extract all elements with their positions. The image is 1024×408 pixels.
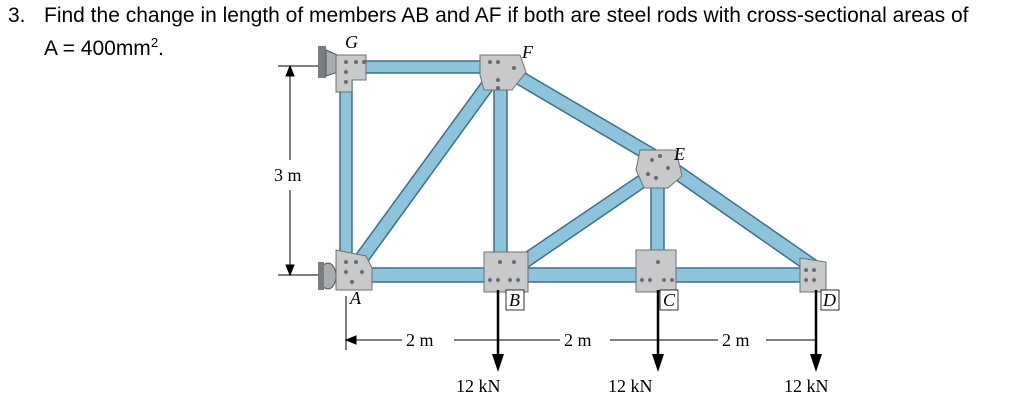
member-be xyxy=(505,166,660,278)
problem-statement: 3. Find the change in length of members A… xyxy=(8,2,1018,62)
problem-number: 3. xyxy=(8,4,26,27)
bolts xyxy=(344,60,816,284)
gusset-c xyxy=(635,249,677,293)
member-fb xyxy=(493,65,508,273)
load-label-c: 12 kN xyxy=(608,376,653,396)
gusset-f xyxy=(479,54,527,91)
gusset-g xyxy=(335,54,367,93)
joint-label-a: A xyxy=(349,288,362,308)
member-af xyxy=(342,69,503,281)
span-label-bc: 2 m xyxy=(564,330,592,350)
area-prefix: A = 400mm xyxy=(44,37,151,60)
area-exponent: 2 xyxy=(150,35,159,50)
load-label-d: 12 kN xyxy=(784,376,829,396)
load-arrow-b xyxy=(492,290,504,372)
gusset-d xyxy=(799,257,827,293)
roller-support-a xyxy=(318,262,337,290)
span-label-ab: 2 m xyxy=(406,330,434,350)
area-suffix: . xyxy=(158,37,164,60)
joint-label-b-box xyxy=(505,289,525,311)
joint-label-c: C xyxy=(663,290,676,310)
gusset-b xyxy=(483,251,529,293)
member-fe xyxy=(499,60,665,168)
problem-text-line1: Find the change in length of members AB … xyxy=(44,4,969,27)
joint-label-d-box xyxy=(820,289,840,311)
joint-label-d: D xyxy=(822,290,836,310)
joint-label-g: G xyxy=(345,32,358,52)
height-label: 3 m xyxy=(274,165,302,185)
gusset-plates xyxy=(335,54,827,293)
span-dimension xyxy=(344,296,816,350)
height-dimension xyxy=(278,64,318,277)
gusset-a xyxy=(335,249,373,291)
joint-label-c-box xyxy=(659,289,679,311)
truss-members xyxy=(339,60,825,283)
joint-label-b: B xyxy=(509,290,520,310)
joint-label-e: E xyxy=(673,144,685,164)
gusset-e xyxy=(635,149,683,189)
joint-label-f: F xyxy=(521,42,534,62)
member-ga xyxy=(339,62,353,282)
member-ad xyxy=(343,267,819,283)
span-label-cd: 2 m xyxy=(722,330,750,350)
load-label-b: 12 kN xyxy=(456,376,501,396)
problem-text-line2: A = 400mm2. xyxy=(8,29,1018,62)
load-arrow-c xyxy=(652,290,664,372)
load-arrow-d xyxy=(810,290,822,372)
